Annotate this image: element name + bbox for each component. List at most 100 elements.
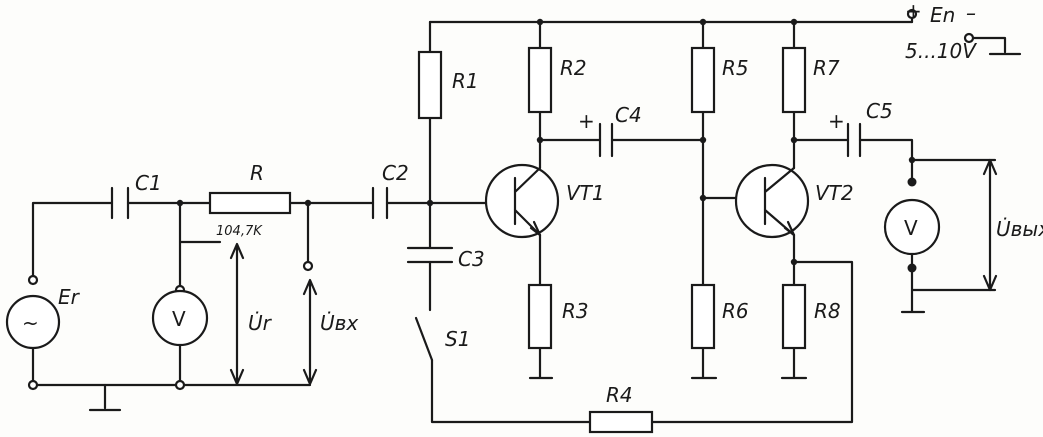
- transistor-vt2: VT2: [734, 163, 854, 239]
- junction-dot: [908, 156, 916, 164]
- generator-circle: [5, 294, 61, 350]
- resistor-r4: R4: [588, 383, 654, 434]
- r2-body: [527, 46, 553, 114]
- vt2-label: VT2: [815, 181, 854, 205]
- r6-label: R6: [722, 299, 749, 323]
- r-body: [208, 191, 292, 215]
- wire-gen-top: [31, 201, 114, 282]
- r6-body: [690, 283, 716, 350]
- wire-r4-loop: [430, 260, 854, 424]
- voltmeter-input: V: [151, 289, 209, 347]
- supply-minus: –: [966, 1, 976, 25]
- resistor-r8: R8: [781, 283, 841, 350]
- s1-label: S1: [445, 327, 470, 351]
- terminal: [174, 379, 186, 391]
- wire-vmeter2: [900, 158, 997, 314]
- capacitor-c3: C3: [406, 246, 485, 271]
- resistor-r7: R7: [781, 46, 840, 114]
- resistor-r: R 104,7K: [208, 161, 292, 239]
- r2-label: R2: [560, 56, 587, 80]
- supply-range: 5...10V: [905, 39, 977, 63]
- c1-label: C1: [135, 171, 162, 195]
- junction-dot: [790, 18, 798, 26]
- junction-dot: [790, 258, 798, 266]
- c5-label: C5: [866, 99, 893, 123]
- r7-body: [781, 46, 807, 114]
- terminal: [27, 274, 39, 286]
- arrow-uvx: [302, 278, 318, 386]
- voltmeter-input-symbol: V: [172, 307, 186, 331]
- r4-label: R4: [606, 383, 633, 407]
- r5-body: [690, 46, 716, 114]
- terminal: [907, 177, 917, 187]
- generator-label: Er: [58, 285, 81, 309]
- resistor-r2: R2: [527, 46, 587, 114]
- signal-generator: ~ Er: [5, 285, 81, 350]
- junction-dot: [699, 194, 707, 202]
- switch-s1: S1: [414, 316, 470, 362]
- r-label: R: [250, 161, 264, 185]
- voltmeter-output: V: [883, 198, 941, 256]
- r8-body: [781, 283, 807, 350]
- wire-r3: [528, 233, 554, 380]
- junction-dot: [790, 136, 798, 144]
- c4-label: C4: [615, 103, 642, 127]
- terminal: [27, 379, 39, 391]
- wire-vmeter1: [178, 201, 222, 387]
- r4-body: [588, 410, 654, 434]
- r3-body: [527, 283, 553, 350]
- vt2-body: [734, 163, 810, 239]
- r8-label: R8: [814, 299, 841, 323]
- uvx-label: U̇вх: [320, 311, 358, 335]
- junction-dot: [699, 18, 707, 26]
- capacitor-c5: C5 +: [828, 99, 893, 158]
- voltmeter-output-circle: [883, 198, 941, 256]
- arrow-uvyx: [982, 158, 998, 292]
- c4-plus: +: [578, 109, 595, 133]
- supply-label: En: [930, 3, 955, 27]
- uvyx-label: U̇вых: [996, 217, 1043, 241]
- c5-plus: +: [828, 109, 845, 133]
- terminal: [963, 32, 975, 44]
- capacitor-c1: C1: [110, 171, 162, 220]
- generator-symbol: ~: [22, 311, 39, 335]
- supply-plus: +: [905, 0, 922, 23]
- wires: [31, 12, 1022, 424]
- c3-label: C3: [458, 247, 485, 271]
- terminal: [302, 260, 314, 272]
- resistor-r3: R3: [527, 283, 589, 350]
- capacitor-c2: C2: [371, 161, 409, 220]
- junction-dot: [304, 199, 312, 207]
- wire-c5: [792, 138, 914, 184]
- capacitor-c4: C4 +: [578, 103, 642, 158]
- terminal: [907, 263, 917, 273]
- r3-label: R3: [562, 299, 589, 323]
- junction-dot: [536, 18, 544, 26]
- junction-dot: [536, 136, 544, 144]
- junction-dot: [426, 199, 434, 207]
- junction-dot: [699, 136, 707, 144]
- power-supply: + En – 5...10V: [905, 0, 977, 63]
- resistor-r5: R5: [690, 46, 749, 114]
- resistor-r6: R6: [690, 283, 749, 350]
- wire-gen-bottom: [31, 338, 312, 387]
- transistor-vt1: VT1: [484, 163, 605, 239]
- r-value: 104,7K: [216, 224, 263, 239]
- resistor-r1: R1: [417, 50, 479, 120]
- voltmeter-output-symbol: V: [904, 216, 918, 240]
- r1-label: R1: [452, 69, 479, 93]
- c2-label: C2: [382, 161, 409, 185]
- voltmeter-input-circle: [151, 289, 209, 347]
- r1-body: [417, 50, 443, 120]
- wire-ground-gen: [88, 383, 122, 412]
- vt1-label: VT1: [566, 181, 605, 205]
- r5-label: R5: [722, 56, 749, 80]
- vt1-body: [484, 163, 560, 239]
- arrow-ur: [229, 242, 245, 386]
- terminal: [906, 8, 918, 20]
- ur-label: U̇r: [248, 311, 273, 335]
- junction-dot: [176, 199, 184, 207]
- voltage-arrows: U̇r U̇вх U̇вых: [229, 158, 1043, 386]
